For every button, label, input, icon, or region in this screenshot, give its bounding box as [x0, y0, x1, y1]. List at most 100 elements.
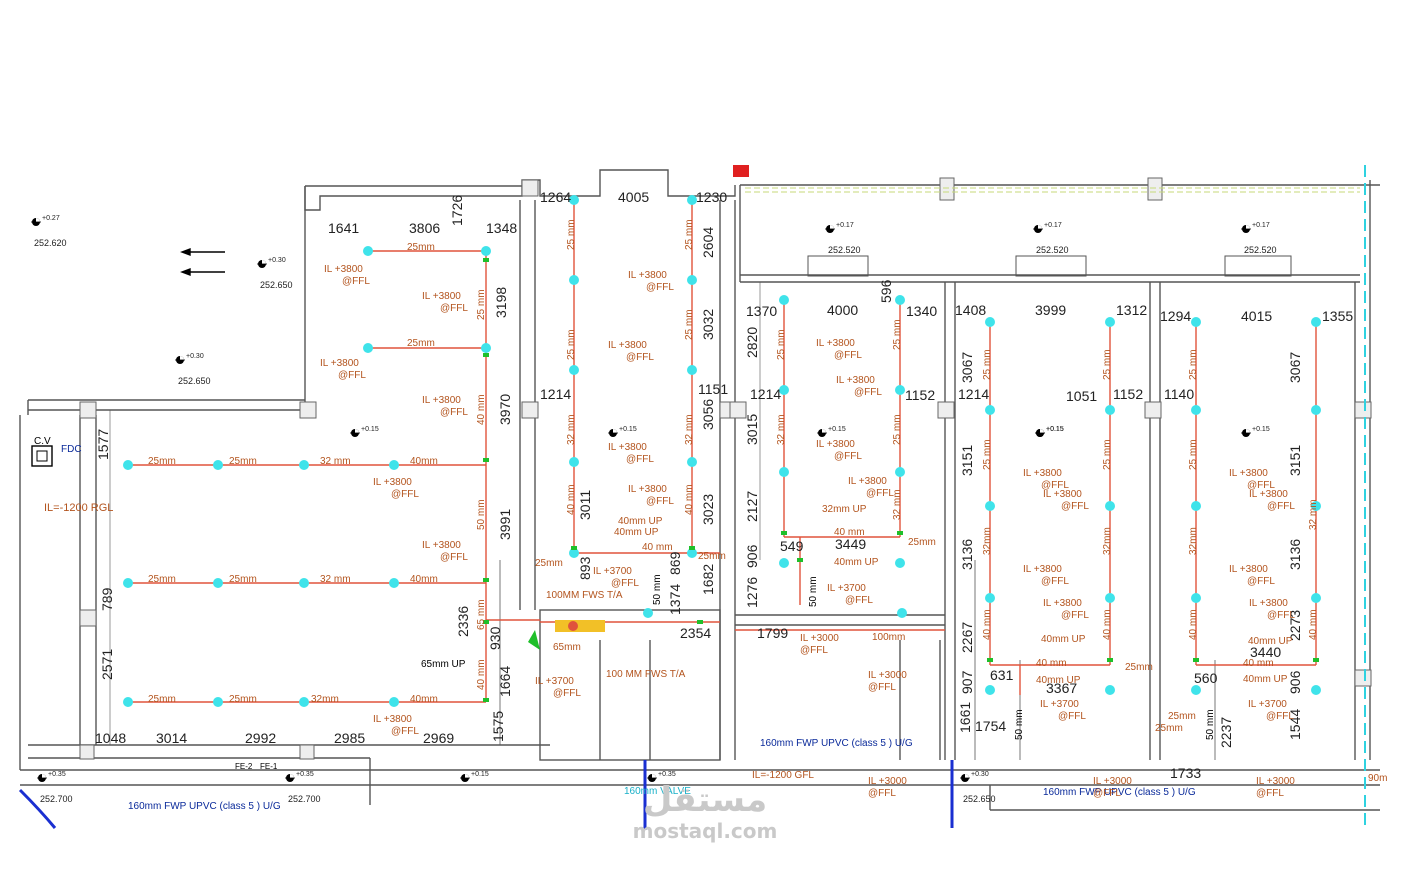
- dimension-label: 930: [487, 626, 503, 650]
- invert-level-tag: IL +3000@FFL: [868, 776, 907, 799]
- pipe-size-label: 40mm UP: [1041, 634, 1086, 645]
- dimension-label: 3449: [835, 536, 866, 552]
- invert-level-ref: @FFL: [1061, 610, 1089, 621]
- sprinkler-head-icon: [389, 697, 399, 707]
- pipe-size-label: 25 mm: [566, 329, 577, 360]
- invert-level-tag: IL +3800@FFL: [628, 270, 674, 293]
- dimension-label: 3015: [744, 414, 760, 445]
- pipe-size-label: 25mm: [229, 574, 257, 585]
- dimension-label: 596: [878, 279, 894, 303]
- dimension-label: 2571: [99, 649, 115, 680]
- invert-level-value: IL +3800: [1023, 564, 1062, 575]
- invert-level-tag: IL +3800@FFL: [836, 375, 882, 398]
- dimension-label: 1799: [757, 625, 788, 641]
- level-elevation: +0.15: [1046, 426, 1064, 433]
- invert-level-tag: IL +3000@FFL: [800, 633, 839, 656]
- fdc-icon: [31, 445, 53, 467]
- sprinkler-head-icon: [1311, 593, 1321, 603]
- level-elevation: +0.30: [186, 353, 204, 360]
- level-mark-icon: [284, 773, 296, 783]
- sprinkler-head-icon: [1311, 405, 1321, 415]
- pipe-size-label: 40 mm: [476, 659, 487, 690]
- dimension-label: 906: [1287, 670, 1303, 694]
- pipe-size-label: 25 mm: [1188, 349, 1199, 380]
- invert-level-value: IL +3800: [422, 540, 461, 551]
- pipe-size-label: 32mm: [982, 527, 993, 555]
- sprinkler-head-icon: [687, 275, 697, 285]
- invert-level-ref: @FFL: [1247, 576, 1275, 587]
- pipe-node: [797, 558, 803, 562]
- pipe-size-label: 40mm UP: [1248, 636, 1293, 647]
- dimension-label: 3970: [497, 394, 513, 425]
- fws-ta-label: 100MM FWS T/A: [546, 590, 623, 601]
- pipe-size-label: 25 mm: [566, 219, 577, 250]
- level-elevation: +0.30: [268, 257, 286, 264]
- level-elevation: +0.15: [361, 426, 379, 433]
- pipe-size-label: 50 mm: [808, 576, 819, 607]
- dimension-label: 1370: [746, 303, 777, 319]
- sprinkler-head-icon: [213, 578, 223, 588]
- pipe-size-label: 25mm: [1125, 662, 1153, 673]
- level-elevation: +0.17: [836, 222, 854, 229]
- fe2-label: FE-2: [235, 762, 253, 771]
- invert-level-value: IL +3800: [1229, 564, 1268, 575]
- sprinkler-heads: [123, 195, 1321, 707]
- dimension-label: 3011: [577, 490, 593, 520]
- pipe-size-label: 40 mm: [982, 609, 993, 640]
- sprinkler-head-icon: [897, 608, 907, 618]
- level-mark-icon: [607, 428, 619, 438]
- dimension-label: 2267: [959, 622, 975, 653]
- dimension-label: 4000: [827, 302, 858, 318]
- level-elevation: +0.15: [1252, 426, 1270, 433]
- sprinkler-head-icon: [213, 460, 223, 470]
- il-gfl-label: IL=-1200 GFL: [752, 770, 814, 781]
- pipe-size-label: 25 mm: [892, 319, 903, 350]
- dimension-label: 3991: [497, 509, 513, 540]
- dimension-label: 3198: [493, 287, 509, 318]
- dimension-label: 631: [990, 667, 1014, 683]
- level-marks: +0.27252.620+0.30252.650+0.30252.650+0.1…: [30, 215, 1277, 804]
- pipe-size-label: 40 mm: [684, 484, 695, 515]
- invert-level-ref: @FFL: [1058, 711, 1086, 722]
- pipe-size-label: 25 mm: [476, 289, 487, 320]
- invert-level-ref: @FFL: [440, 552, 468, 563]
- dimension-label: 1577: [95, 429, 111, 460]
- invert-level-ref: @FFL: [611, 578, 639, 589]
- dimension-label: 2127: [744, 491, 760, 522]
- level-mark-icon: [36, 773, 48, 783]
- invert-level-value: IL +3800: [1249, 489, 1288, 500]
- sprinkler-head-icon: [985, 501, 995, 511]
- sprinkler-head-icon: [1105, 405, 1115, 415]
- level-mark: +0.15: [1240, 426, 1270, 438]
- invert-level-value: IL +3800: [816, 338, 855, 349]
- main-fwp-label-3: 160mm FWP UPVC (class 5 ) U/G: [1043, 787, 1196, 798]
- invert-level-tag: IL +3800@FFL: [1043, 598, 1089, 621]
- sprinkler-head-icon: [1191, 593, 1201, 603]
- pipe-node: [483, 698, 489, 702]
- invert-level-value: IL +3800: [848, 476, 887, 487]
- invert-level-tag: IL +3800@FFL: [1229, 468, 1275, 491]
- invert-level-ref: @FFL: [338, 370, 366, 381]
- dimension-label: 1754: [975, 718, 1006, 734]
- sprinkler-head-icon: [687, 195, 697, 205]
- dimension-label: 1312: [1116, 302, 1147, 318]
- invert-level-value: IL +3700: [1040, 699, 1079, 710]
- invert-level-tag: IL +3700@FFL: [827, 583, 873, 606]
- dimension-label: 1214: [540, 386, 571, 402]
- invert-level-value: IL +3800: [608, 340, 647, 351]
- pipe-node: [1313, 658, 1319, 662]
- pipe-size-label: 32 mm: [1308, 499, 1319, 530]
- sprinkler-head-icon: [299, 578, 309, 588]
- sprinkler-head-icon: [687, 548, 697, 558]
- sprinkler-head-icon: [569, 195, 579, 205]
- sprinkler-head-icon: [985, 685, 995, 695]
- dimension-label: 1664: [497, 666, 513, 697]
- dimension-label: 3056: [700, 399, 716, 430]
- invert-level-tag: IL +3800@FFL: [1023, 468, 1069, 491]
- sprinkler-head-icon: [1311, 685, 1321, 695]
- flow-arrows: [180, 247, 225, 277]
- pipe-size-label: 25 mm: [892, 414, 903, 445]
- invert-level-value: IL +3800: [816, 439, 855, 450]
